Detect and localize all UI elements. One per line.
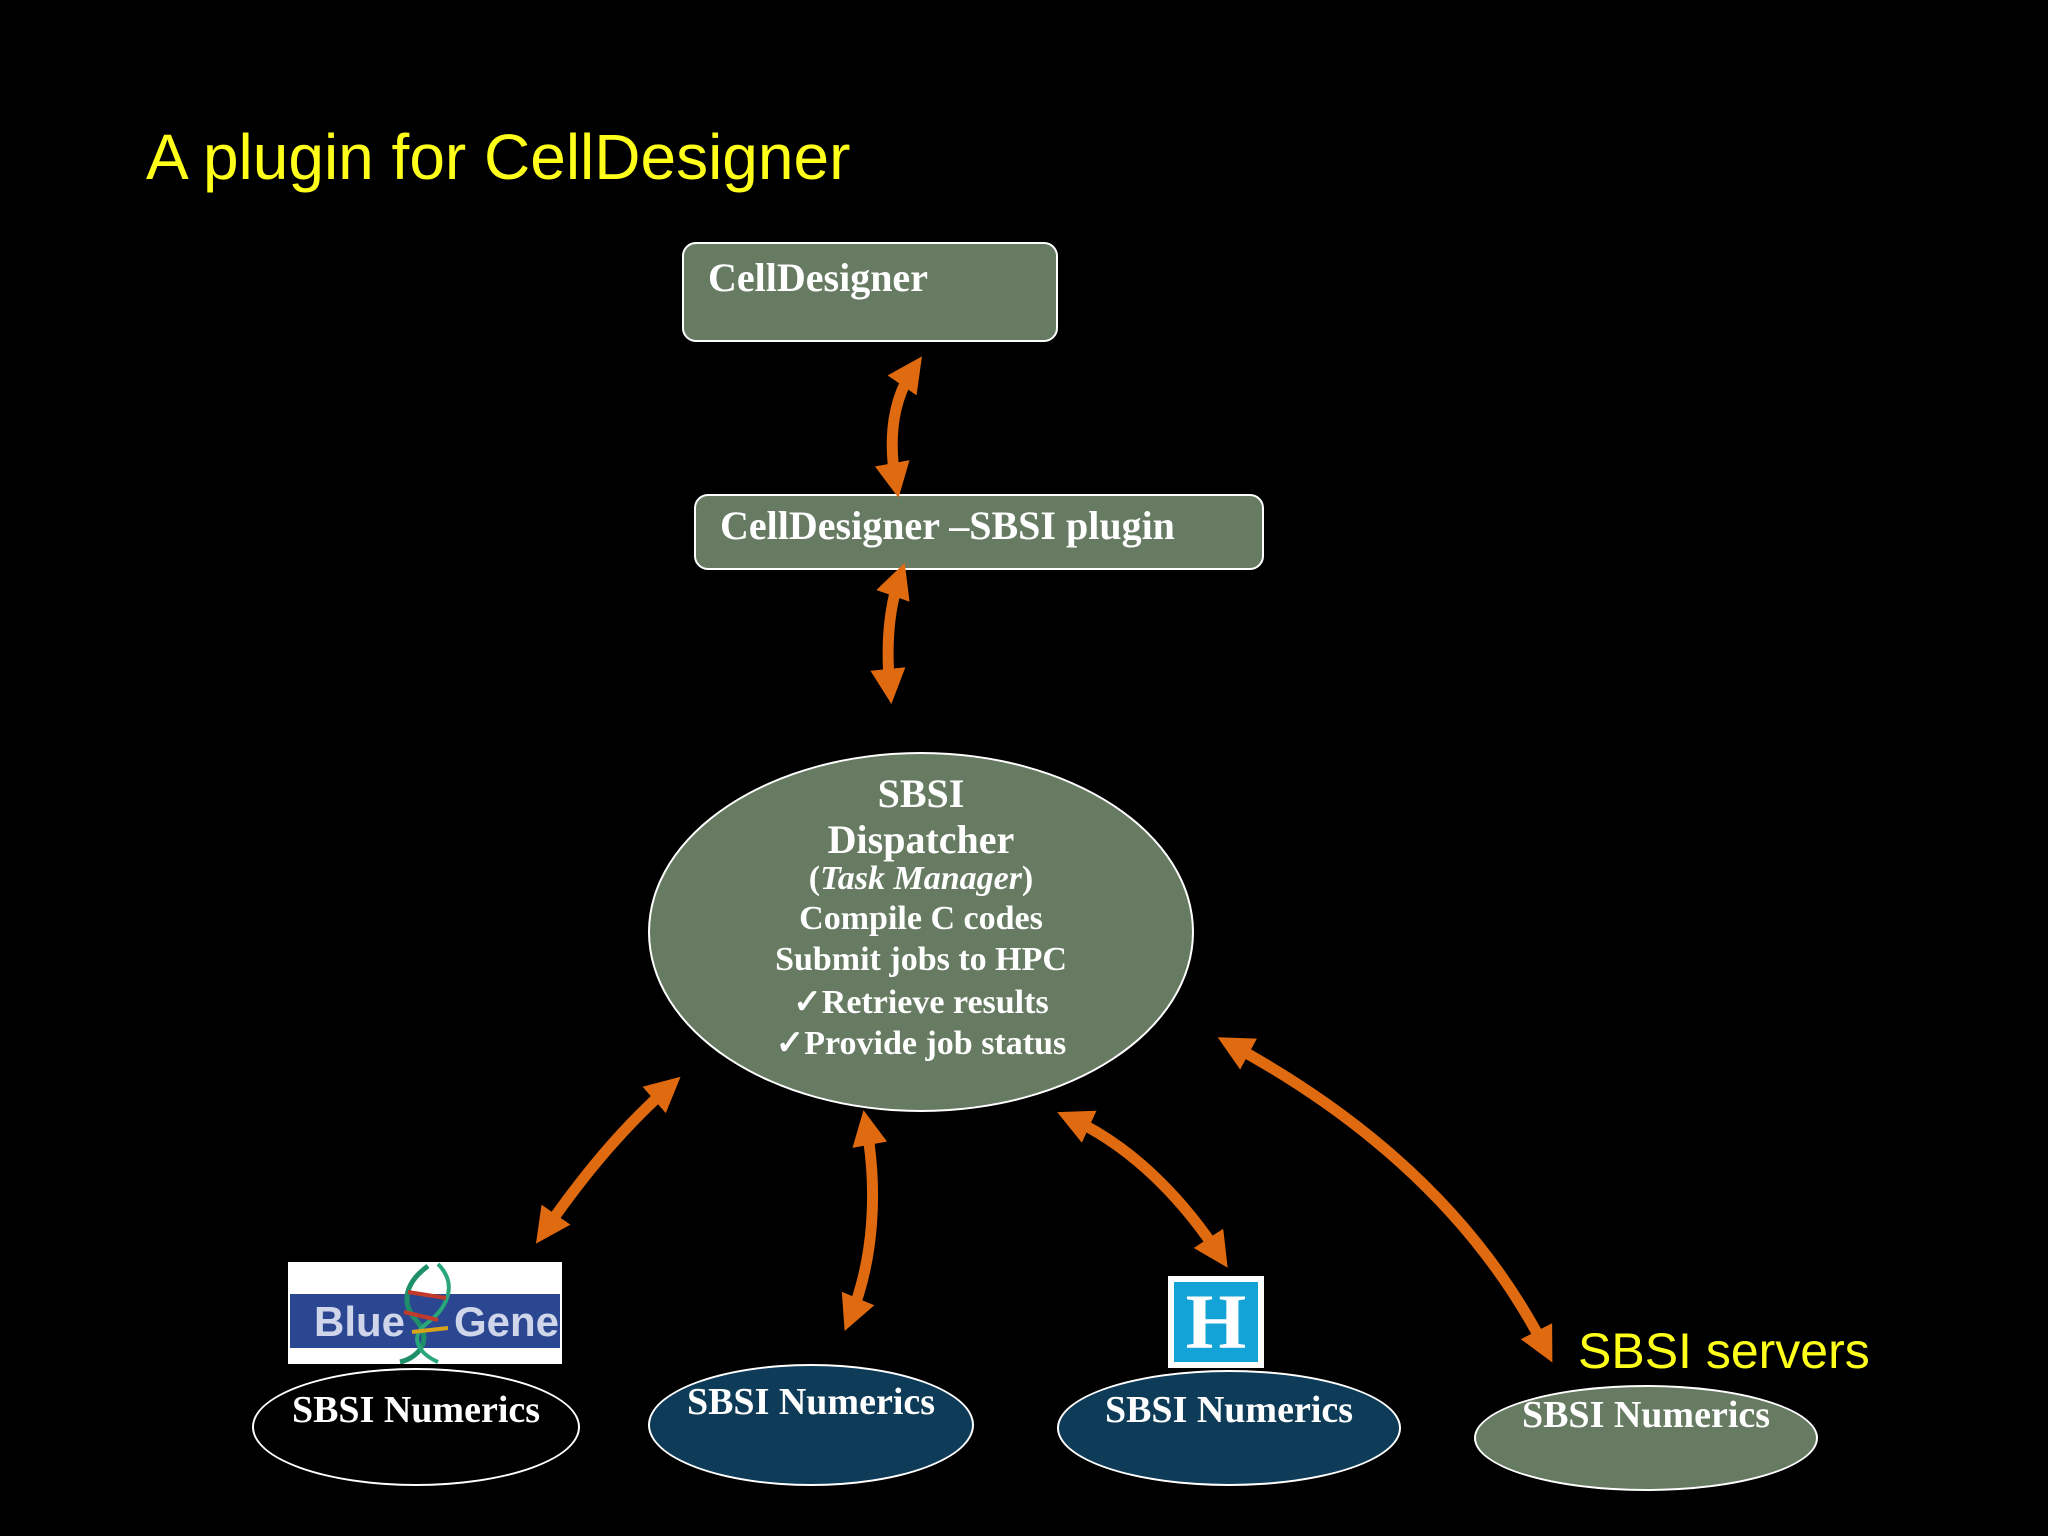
- bluegene-word-gene: Gene: [454, 1298, 560, 1345]
- plugin-label: CellDesigner –SBSI plugin: [720, 503, 1175, 548]
- dispatcher-line-7: ✓Provide job status: [775, 1025, 1067, 1062]
- task-manager-text: Task Manager: [820, 860, 1022, 897]
- numerics-label-2: SBSI Numerics: [686, 1381, 936, 1423]
- bluegene-word-blue: Blue: [314, 1298, 406, 1345]
- arrow-dispatcher-numerics-2: [841, 1110, 888, 1332]
- numerics-label-3: SBSI Numerics: [1104, 1389, 1354, 1431]
- arrow-celldesigner-plugin: [874, 356, 922, 498]
- arrow-dispatcher-bluegene: [535, 1076, 681, 1244]
- dispatcher-line-4: Compile C codes: [799, 900, 1043, 937]
- servers-label: SBSI servers: [1578, 1323, 1870, 1379]
- paren-open: (: [808, 860, 821, 897]
- plugin-node: CellDesigner –SBSI plugin: [694, 494, 1264, 570]
- numerics-label-1: SBSI Numerics: [291, 1389, 541, 1431]
- dispatcher-line-2: Dispatcher: [827, 817, 1015, 862]
- slide-title: A plugin for CellDesigner: [146, 121, 851, 193]
- numerics-node-1: SBSI Numerics: [252, 1368, 580, 1486]
- paren-close: ): [1021, 860, 1034, 897]
- dispatcher-line-6: ✓Retrieve results: [793, 984, 1049, 1021]
- numerics-node-2: SBSI Numerics: [648, 1364, 974, 1486]
- dna-ribbon-icon: [399, 1262, 451, 1364]
- arrow-dispatcher-hlogo: [1057, 1110, 1228, 1268]
- dispatcher-line-5: Submit jobs to HPC: [775, 941, 1067, 978]
- dispatcher-line-1: SBSI: [877, 771, 965, 816]
- bluegene-logo: Blue Gene: [288, 1262, 562, 1364]
- arrow-plugin-dispatcher: [870, 562, 910, 705]
- dispatcher-line-3: (Task Manager): [650, 860, 1192, 898]
- celldesigner-node: CellDesigner: [682, 242, 1058, 342]
- celldesigner-label: CellDesigner: [708, 255, 928, 300]
- dispatcher-node: SBSI Dispatcher (Task Manager) Compile C…: [648, 752, 1194, 1112]
- numerics-node-3: SBSI Numerics: [1057, 1370, 1401, 1486]
- arrow-dispatcher-servers: [1217, 1037, 1553, 1363]
- numerics-node-4: SBSI Numerics: [1474, 1385, 1818, 1491]
- numerics-label-4: SBSI Numerics: [1521, 1394, 1771, 1436]
